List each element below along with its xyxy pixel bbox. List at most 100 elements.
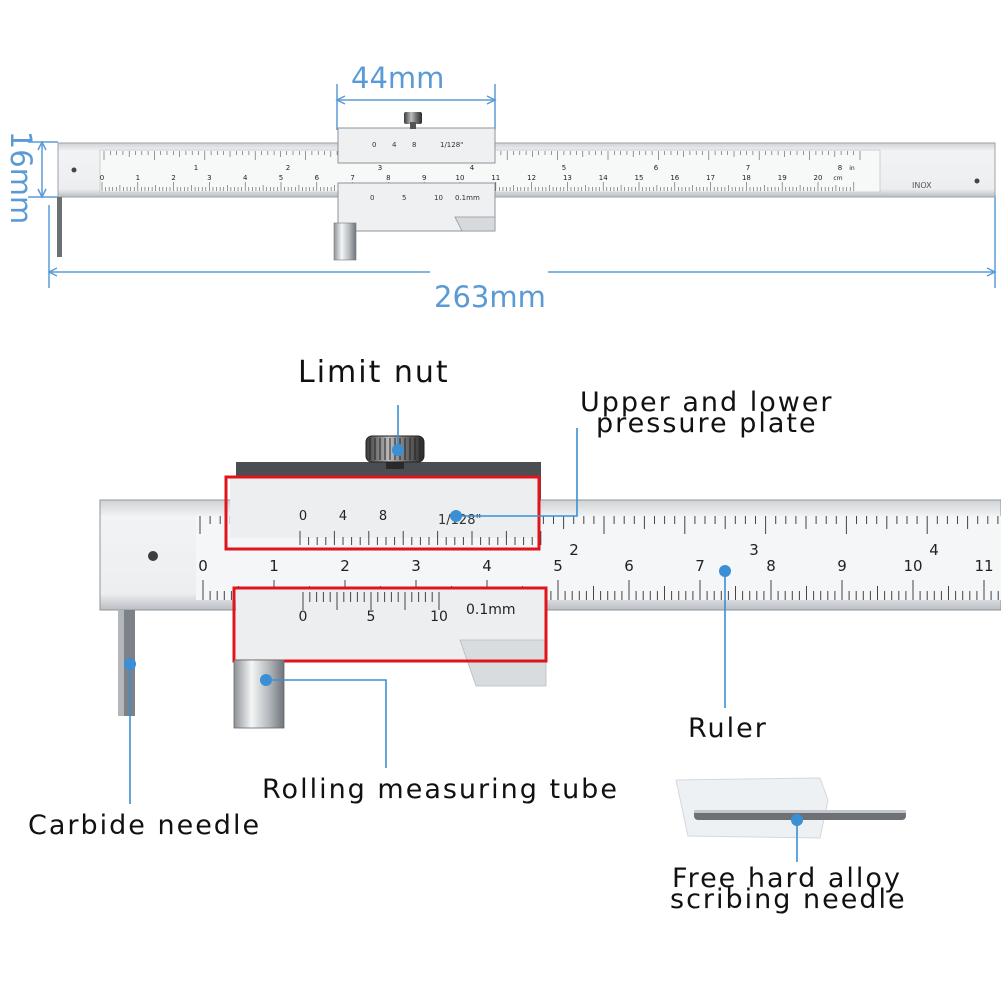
detail-upper-vernier-number: 0 [299,509,307,524]
detail-upper-vernier-number: 4 [339,509,347,524]
overview-cm-number: 7 [350,174,354,182]
overview-slider-top-number: 4 [392,141,397,149]
overview-carbide-needle [57,197,62,257]
overview-slider-top-fraction: 1/128" [440,141,463,149]
overview-slider-bottom-number: 5 [402,194,406,202]
detail-bottom-number: 7 [695,557,705,575]
limit-nut-label: Limit nut [298,355,450,390]
detail-lower-vernier-ticks [302,592,440,610]
detail-top-numbers: 2 3 4 [569,541,939,559]
overview-cm-number: 17 [706,174,715,182]
callout-leaders [129,405,798,862]
detail-bottom-number: 1 [269,557,279,575]
overview-cm-number: 2 [171,174,175,182]
detail-lower-vernier-number: 5 [367,609,376,625]
overview-slider-bottom-number: 10 [434,194,443,202]
overview-inch-number: 1 [194,164,198,172]
overview-slider-precision: 0.1mm [455,194,480,202]
overview-cm-number: 15 [635,174,644,182]
pressure-plate-label-line2: pressure plate [596,408,818,439]
overview-slider-top-number: 8 [412,141,416,149]
overview-inch-number: 3 [378,164,382,172]
overview-cm-number: 13 [563,174,572,182]
overview-cm-number: 16 [670,174,679,182]
upper-pressure-plate-highlight [224,475,541,551]
overview-cm-number: 18 [742,174,751,182]
overview-cm-number: 6 [315,174,320,182]
detail-bottom-number: 3 [411,557,421,575]
ruler-height-label: 16mm [4,130,39,225]
overview-cm-number: 8 [386,174,390,182]
detail-rivet [148,551,158,561]
overview-inch-number: 2 [286,164,290,172]
pressure-plate-label-line1: Upper and lower [580,387,834,418]
detail-bottom-number: 4 [482,557,492,575]
detail-top-number: 3 [749,541,759,559]
overview-cm-number: 14 [599,174,608,182]
detail-bottom-number: 9 [837,557,847,575]
overview-rivet-left [71,167,77,173]
overview-slider-bottom-numbers: 0 5 10 [370,194,443,202]
overview-inch-unit: in [849,165,855,172]
overview-cm-number: 20 [814,174,823,182]
slider-width-dimension [335,84,497,130]
overview-slider-top-numbers: 0 4 8 [372,141,416,149]
overview-cm-number: 19 [778,174,787,182]
overview-slider-top-number: 0 [372,141,376,149]
ruler-height-dimension [28,140,58,199]
detail-bottom-number: 5 [553,557,563,575]
overview-cm-number: 3 [207,174,211,182]
overview-inch-number: 7 [746,164,750,172]
free-needle-label-line1: Free hard alloy [672,863,902,894]
overview-inch-number: 6 [654,164,659,172]
overview-cm-number: 4 [243,174,248,182]
detail-upper-vernier-numbers: 0 4 8 [299,509,387,524]
detail-bottom-number: 11 [974,557,993,575]
ruler-label: Ruler [688,713,768,744]
overview-inch-number: 4 [470,164,475,172]
detail-top-number: 4 [929,541,939,559]
detail-lower-plate-notch [459,639,547,687]
detail-upper-plate-face [230,478,540,538]
overview-brand-mark: INOX [912,181,932,190]
detail-lower-vernier-number: 10 [430,609,448,625]
detail-lower-precision: 0.1mm [466,602,516,618]
overview-cm-number: 1 [136,174,140,182]
overview-rivet-right [974,178,980,184]
detail-bottom-number: 10 [903,557,922,575]
free-needle-label-line2: scribing needle [670,884,907,915]
carbide-needle-label: Carbide needle [28,810,262,841]
overview-slider: 0 4 8 1/128" 0 5 10 0.1mm [333,112,496,261]
overview-slider-bottom-number: 0 [370,194,374,202]
overview-inch-number: 8 [838,164,842,172]
free-scribing-needle-image [675,777,906,839]
lower-pressure-plate-highlight [232,586,548,663]
total-length-dimension [47,195,997,288]
rolling-tube-label: Rolling measuring tube [262,774,619,805]
overview-limit-nut [404,112,422,124]
detail-bottom-number: 0 [198,557,208,575]
slider-width-label: 44mm [351,61,445,95]
overview-rolling-tube [333,222,357,261]
detail-upper-vernier-number: 8 [379,509,387,524]
detail-rolling-tube [233,659,285,729]
overview-cm-unit: cm [833,175,842,182]
overview-cm-number: 0 [100,174,104,182]
overview-inch-number: 5 [562,164,566,172]
overview-cm-number: 5 [279,174,283,182]
overview-cm-number: 11 [491,174,500,182]
overview-cm-number: 9 [422,174,426,182]
callout-dots [124,444,803,826]
total-length-label: 263mm [434,280,546,314]
detail-top-number: 2 [569,541,579,559]
detail-bottom-number: 8 [766,557,776,575]
detail-bottom-number: 6 [624,557,634,575]
overview-inch-numbers: 1 2 3 4 5 6 7 8 in [194,164,855,172]
overview-cm-number: 10 [456,174,465,182]
